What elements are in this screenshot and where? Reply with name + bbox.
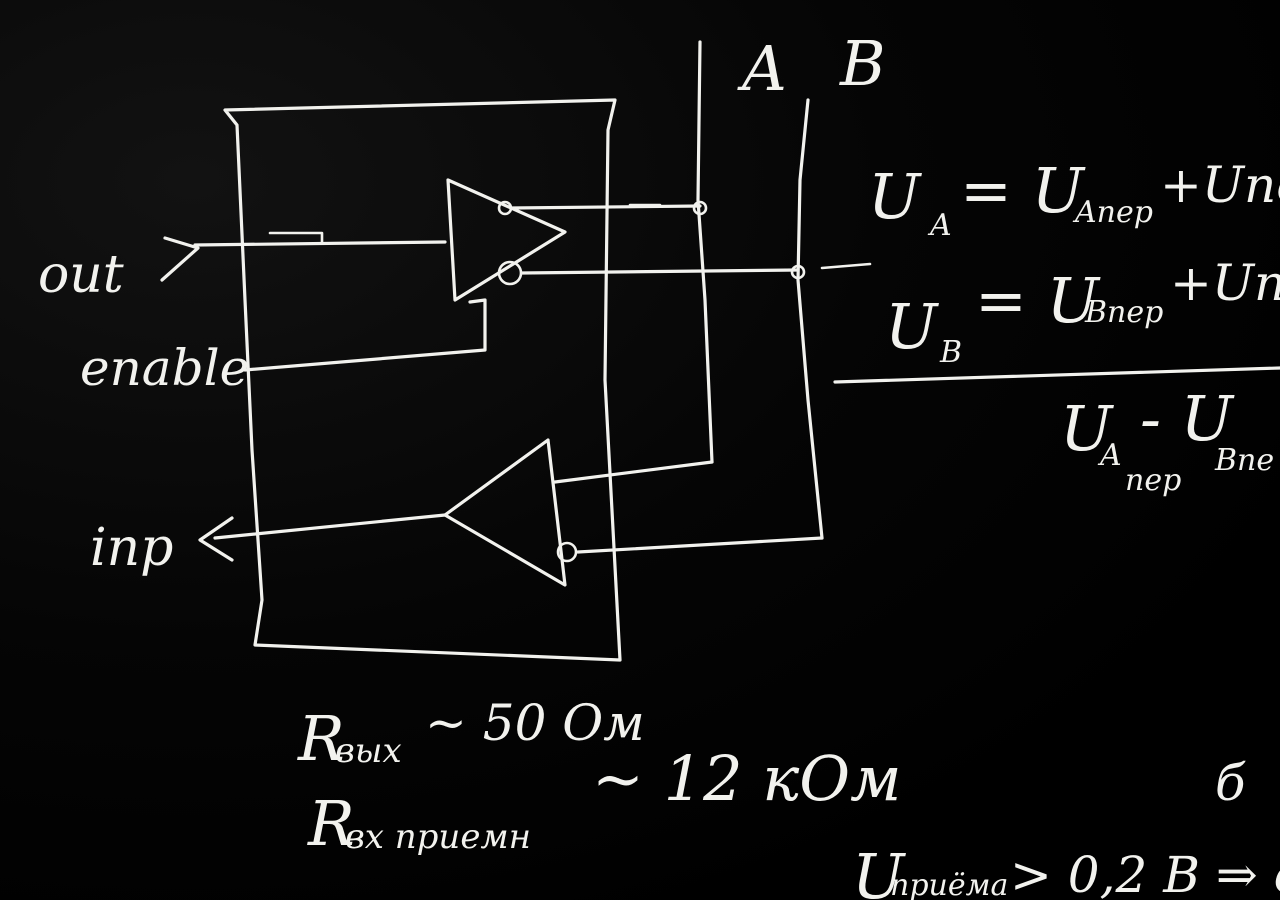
diff-subscript-3: Bпе	[1214, 443, 1274, 478]
bus-b-to-receiver	[576, 536, 824, 554]
driver-to-bus-b	[520, 268, 800, 275]
ub-symbol: U	[885, 290, 939, 363]
bottom-subscript: приёма	[890, 868, 1008, 900]
enable-line	[243, 298, 487, 372]
equation-division-line	[833, 366, 1280, 384]
bus-b-label: B	[839, 27, 886, 100]
ub-rhs: = U	[975, 264, 1101, 337]
inp-arrow	[198, 516, 234, 562]
inp-label: inp	[90, 518, 173, 578]
diff-symbol: U	[1060, 392, 1114, 465]
ub-rhs-subscript: Bпер	[1084, 295, 1163, 330]
diff-subscript: A	[1097, 438, 1122, 473]
dash-b-right	[820, 262, 872, 270]
r-out-subscript: вых	[335, 731, 402, 771]
driver-triangle	[446, 178, 567, 302]
ub-subscript: B	[939, 335, 962, 370]
bus-a-line	[696, 40, 714, 464]
out-tick	[268, 231, 324, 244]
transceiver-box	[223, 98, 622, 662]
inp-line	[213, 513, 447, 540]
receiver-inverting-input-bubble	[556, 541, 578, 563]
ua-symbol: U	[868, 160, 922, 233]
ua-tail: +Uпо	[1160, 156, 1280, 214]
bus-a-to-receiver	[553, 460, 714, 484]
r-out-symbol: R	[297, 702, 345, 775]
out-line	[193, 240, 447, 247]
corner-mark: б	[1215, 754, 1246, 812]
receiver-triangle	[443, 438, 567, 587]
out-label: out	[38, 245, 124, 305]
diff-subscript-2: пер	[1125, 463, 1181, 498]
bus-b-line	[796, 98, 824, 540]
ub-tail: +Uпо	[1170, 254, 1280, 312]
diff-minus: - U	[1140, 382, 1235, 455]
driver-to-bus-a	[510, 204, 702, 210]
r-in-subscript: вх приемн	[345, 817, 531, 857]
enable-label: enable	[80, 339, 249, 397]
ua-rhs-subscript: Aпер	[1072, 195, 1153, 230]
bottom-symbol: U	[852, 840, 906, 900]
ua-rhs: = U	[960, 154, 1086, 227]
ua-subscript: A	[927, 208, 952, 243]
bus-a-label: A	[737, 32, 787, 105]
r-in-value: ~ 12 кОм	[592, 742, 902, 815]
r-out-value: ~ 50 Ом	[425, 694, 645, 752]
out-arrow	[160, 236, 200, 282]
r-in-symbol: R	[307, 787, 355, 860]
bottom-condition: > 0,2 В ⇒ ес	[1010, 846, 1280, 900]
